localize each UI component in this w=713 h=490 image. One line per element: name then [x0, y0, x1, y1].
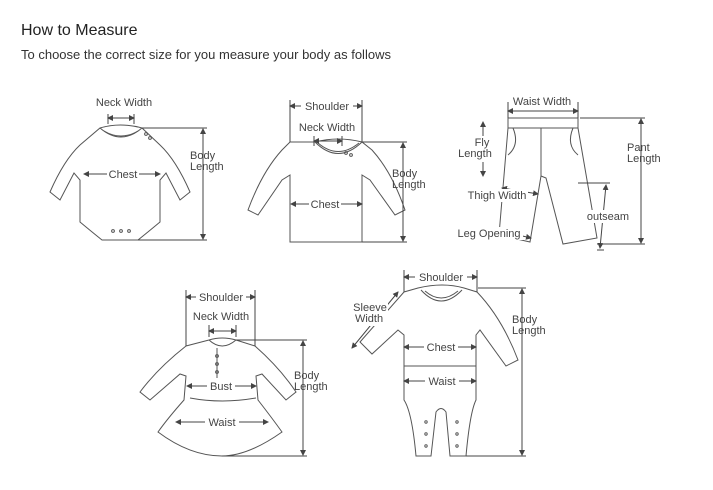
tshirt-shoulder-label: Shoulder [305, 101, 349, 113]
pants-thigh-width-label: Thigh Width [468, 190, 527, 202]
bodysuit-chest-label: Chest [109, 169, 138, 181]
dress-neck-width-label: Neck Width [193, 311, 249, 323]
pants-pant-length-label-line1: Pant [627, 142, 650, 154]
pants-diagram: Waist Width Fly Length Pant Length Thigh… [457, 96, 661, 251]
tshirt-neck-width-label: Neck Width [299, 122, 355, 134]
pants-waist-width-label: Waist Width [513, 96, 571, 108]
romper-diagram: Shoulder Sleeve Width Chest Waist Body L… [351, 270, 546, 457]
page-title: How to Measure [21, 22, 138, 39]
dress-body-length-label-line1: Body [294, 370, 320, 382]
pants-fly-length-label-line1: Fly [475, 137, 490, 149]
tshirt-body-length-label-line2: Length [392, 179, 426, 191]
romper-sleeve-width-label-line1: Sleeve [353, 302, 387, 314]
dress-bust-label: Bust [210, 381, 232, 393]
romper-shoulder-label: Shoulder [419, 272, 463, 284]
dress-diagram: Shoulder Neck Width Bust Waist Body Leng… [139, 290, 328, 457]
page-subtitle: To choose the correct size for you measu… [21, 47, 391, 62]
bodysuit-diagram: Neck Width Chest Body Length [49, 97, 224, 241]
tshirt-body-length-label-line1: Body [392, 168, 418, 180]
romper-waist-label: Waist [428, 376, 455, 388]
romper-sleeve-width-label-line2: Width [355, 313, 383, 325]
tshirt-diagram: Shoulder Neck Width Chest Body Length [247, 99, 426, 243]
romper-body-length-label-line1: Body [512, 314, 538, 326]
tshirt-chest-label: Chest [311, 199, 340, 211]
pants-fly-length-label-line2: Length [458, 148, 492, 160]
romper-body-length-label-line2: Length [512, 325, 546, 337]
bodysuit-body-length-label-line2: Length [190, 161, 224, 173]
dress-shoulder-label: Shoulder [199, 292, 243, 304]
pants-pant-length-label-line2: Length [627, 153, 661, 165]
dress-body-length-label-line2: Length [294, 381, 328, 393]
dress-waist-label: Waist [208, 417, 235, 429]
bodysuit-body-length-label-line1: Body [190, 150, 216, 162]
bodysuit-neck-width-label: Neck Width [96, 97, 152, 109]
romper-chest-label: Chest [427, 342, 456, 354]
pants-leg-opening-label: Leg Opening [458, 228, 521, 240]
pants-outseam-label: outseam [587, 211, 629, 223]
